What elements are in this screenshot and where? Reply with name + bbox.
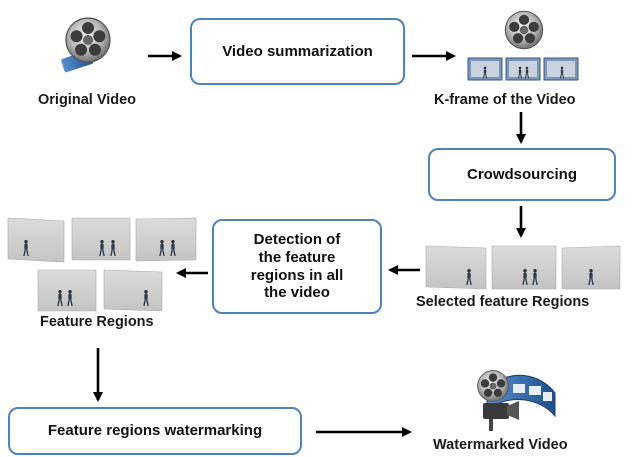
film-reel-icon xyxy=(504,10,544,50)
watermarked-video-label: Watermarked Video xyxy=(433,437,568,453)
selected-region-thumbnails xyxy=(425,245,621,290)
detection-line-4: the video xyxy=(264,284,330,302)
watermarking-box: Feature regions watermarking xyxy=(8,407,302,455)
detection-line-2: the feature xyxy=(258,248,336,266)
kframe-video-label: K-frame of the Video xyxy=(434,92,576,108)
original-video-label: Original Video xyxy=(38,92,137,108)
kframe-thumbnails xyxy=(467,57,579,81)
detection-line-1: Detection of xyxy=(253,231,341,249)
video-summarization-box: Video summarization xyxy=(190,18,405,85)
feature-region-thumbnails xyxy=(7,217,197,312)
selected-regions-label: Selected feature Regions xyxy=(416,294,590,310)
film-reel-icon xyxy=(61,17,111,73)
detection-line-3: regions in all xyxy=(250,266,344,284)
crowdsourcing-box: Crowdsourcing xyxy=(428,148,616,201)
feature-regions-label: Feature Regions xyxy=(40,314,154,330)
film-strip-camera-icon xyxy=(477,370,556,431)
detection-box: Detection of the feature regions in all … xyxy=(212,219,382,314)
